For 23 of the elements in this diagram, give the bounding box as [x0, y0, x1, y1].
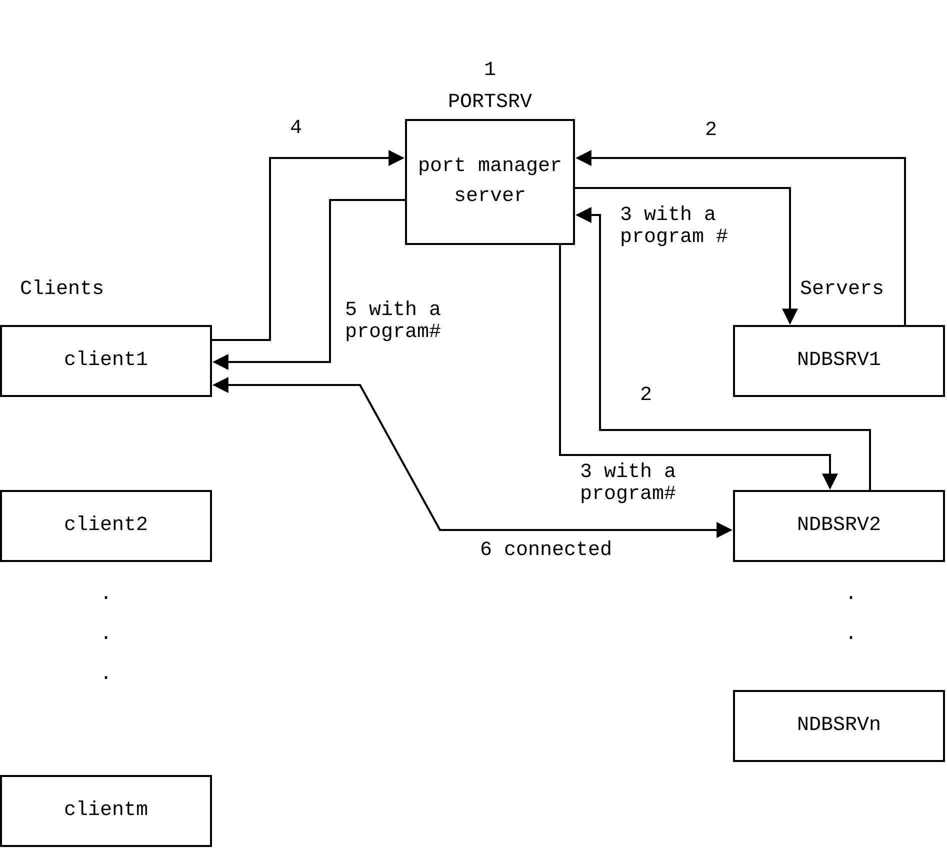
node-heading: PORTSRV — [448, 90, 532, 116]
arrow — [212, 150, 405, 341]
text-label: . — [100, 622, 112, 648]
node-label: NDBSRVn — [796, 713, 881, 739]
arrow — [212, 377, 733, 538]
text-label: . — [100, 662, 112, 688]
text-label: Clients — [20, 277, 104, 303]
text-label: Servers — [800, 277, 884, 303]
text-label: . — [845, 622, 858, 648]
arrow — [559, 245, 838, 490]
node-label: client1 — [64, 348, 148, 374]
arrow — [575, 207, 871, 490]
node-label: client2 — [64, 513, 148, 539]
arrow — [212, 199, 405, 370]
text-label: . — [100, 582, 112, 608]
node-heading: 1 — [484, 58, 496, 84]
node-label: clientm — [64, 798, 148, 824]
node-label: NDBSRV1 — [796, 348, 881, 374]
text-label: . — [845, 582, 858, 608]
node-label: port manager server — [416, 154, 564, 210]
node-label: NDBSRV2 — [796, 513, 881, 539]
arrow — [575, 150, 906, 325]
arrow — [575, 187, 798, 325]
